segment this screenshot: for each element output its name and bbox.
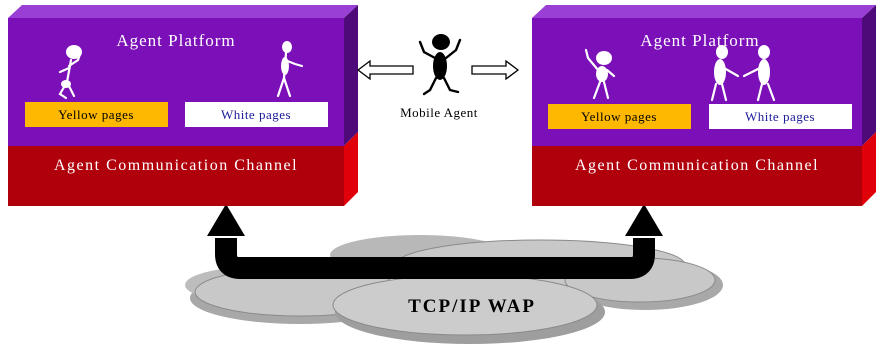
left-platform-side <box>344 5 358 146</box>
network-label: TCP/IP WAP <box>408 296 536 317</box>
agent-waving-icon <box>584 48 616 100</box>
right-white-pages-label: White pages <box>745 109 815 124</box>
left-platform-top <box>8 5 358 18</box>
agent-pointing-icon <box>276 41 304 98</box>
right-platform-top <box>532 5 876 18</box>
left-platform-title: Agent Platform <box>116 31 235 50</box>
arrowhead-right-icon <box>625 204 663 236</box>
right-channel-label: Agent Communication Channel <box>575 157 819 174</box>
right-white-pages-box <box>709 104 852 129</box>
right-node: Agent Platform Yellow pages White pag <box>532 5 876 206</box>
connection-arrow <box>215 238 655 279</box>
left-white-pages-label: White pages <box>221 107 291 122</box>
agent-thinking-icon <box>58 45 82 100</box>
left-channel-face <box>8 146 344 206</box>
agents-handshake-icon <box>710 45 776 102</box>
right-platform-title: Agent Platform <box>640 31 759 50</box>
left-node: Agent Platform Yellow pages White pages … <box>8 5 358 206</box>
mobile-agent-figure-icon <box>418 34 462 96</box>
left-channel-label: Agent Communication Channel <box>54 157 298 174</box>
mobile-agent: Mobile Agent <box>356 34 520 120</box>
right-channel-side <box>862 132 876 206</box>
right-yellow-pages-label: Yellow pages <box>581 109 657 124</box>
left-white-pages-box <box>185 102 328 127</box>
migrate-left-arrow-icon <box>356 59 414 81</box>
left-yellow-pages-label: Yellow pages <box>58 107 134 122</box>
right-yellow-pages-box <box>548 104 691 129</box>
right-channel-face <box>532 146 862 206</box>
left-channel-side <box>344 132 358 206</box>
right-platform-side <box>862 5 876 146</box>
left-yellow-pages-box <box>25 102 168 127</box>
migrate-right-arrow-icon <box>471 59 520 81</box>
arrowhead-left-icon <box>207 204 245 236</box>
mobile-agent-label: Mobile Agent <box>400 105 478 120</box>
